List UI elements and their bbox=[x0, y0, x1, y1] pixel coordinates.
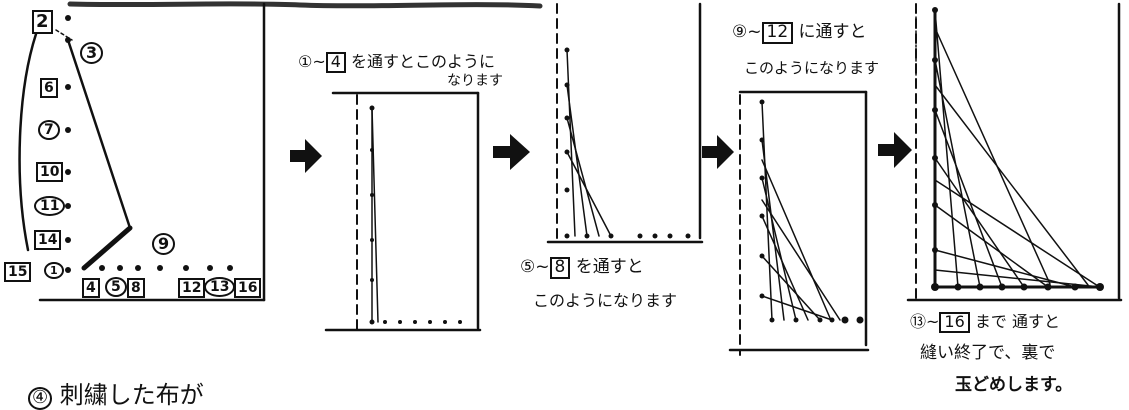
string-2 bbox=[934, 59, 981, 288]
hole-label-3: 3 bbox=[80, 42, 104, 64]
caption-step1-sep: ~ bbox=[312, 52, 326, 71]
string-b bbox=[566, 84, 588, 237]
string-f bbox=[761, 295, 833, 321]
string-c bbox=[761, 177, 797, 321]
string-b bbox=[371, 107, 379, 323]
arrow-icon-2 bbox=[493, 134, 530, 170]
string-h bbox=[761, 199, 841, 321]
stitch-double bbox=[81, 225, 133, 271]
hole-label-4: 4 bbox=[82, 278, 100, 298]
string-g bbox=[761, 159, 831, 319]
string-1 bbox=[934, 9, 959, 288]
hole-dots bbox=[65, 7, 1104, 325]
string-d bbox=[761, 215, 809, 321]
panel-reference bbox=[18, 2, 266, 302]
string-e bbox=[761, 255, 821, 321]
string-7 bbox=[934, 269, 1101, 288]
caption-step3: ⑨~12 に通すと bbox=[732, 22, 867, 44]
caption-step1-from: ① bbox=[298, 52, 313, 71]
arrow-icon-3 bbox=[702, 135, 734, 169]
return-arc bbox=[18, 32, 38, 252]
caption-step4-line1: まで 通すと bbox=[974, 312, 1060, 331]
string-5 bbox=[934, 204, 1049, 288]
hole-label-14: 14 bbox=[34, 230, 62, 250]
caption-step4-to: 16 bbox=[939, 312, 970, 333]
string-d bbox=[566, 151, 612, 237]
hole-label-5: 5 bbox=[105, 277, 127, 297]
arrow-icon-1 bbox=[290, 139, 322, 173]
footer-heading: ④ 刺繍した布が bbox=[28, 382, 204, 410]
arrow-icon-4 bbox=[878, 132, 912, 168]
panel-step4 bbox=[906, 2, 1123, 305]
panel-step1 bbox=[324, 91, 482, 336]
caption-step3-from: ⑨ bbox=[732, 22, 748, 42]
string-4 bbox=[934, 157, 1025, 288]
caption-step4-sep: ~ bbox=[926, 312, 940, 331]
caption-step1-line2: なります bbox=[447, 73, 503, 89]
string-10 bbox=[934, 179, 1099, 287]
hole-label-6: 6 bbox=[40, 78, 58, 98]
string-c bbox=[566, 117, 600, 237]
caption-step2-line1: を通すと bbox=[575, 257, 644, 277]
caption-step2-sep: ~ bbox=[535, 257, 550, 277]
hole-label-11: 11 bbox=[34, 196, 66, 216]
hole-label-2: 2 bbox=[32, 10, 53, 34]
string-6 bbox=[934, 249, 1076, 288]
caption-step4: ⑬~16 まで 通すと bbox=[910, 312, 1060, 333]
stitch-3-to-4 bbox=[66, 38, 132, 230]
hole-label-16: 16 bbox=[234, 278, 262, 298]
hole-label-9: 9 bbox=[152, 233, 176, 255]
top-scribble-edge bbox=[67, 1, 543, 9]
hole-label-1: 1 bbox=[44, 262, 64, 279]
step-arrows bbox=[290, 132, 912, 173]
string-9 bbox=[934, 84, 1089, 286]
caption-step2-to: 8 bbox=[549, 257, 571, 279]
caption-step3-line2: このようになります bbox=[744, 59, 880, 77]
string-8 bbox=[934, 27, 1051, 285]
caption-step2: ⑤~8 を通すと bbox=[520, 257, 644, 279]
hole-label-10: 10 bbox=[36, 162, 64, 182]
footer-text: 刺繍した布が bbox=[59, 381, 204, 409]
hole-label-15: 15 bbox=[4, 262, 32, 282]
hole-label-12: 12 bbox=[178, 278, 206, 298]
caption-step2-line2: このようになります bbox=[533, 291, 678, 310]
hole-label-7: 7 bbox=[38, 120, 60, 140]
caption-step1: ①~4 を通すとこのように bbox=[298, 52, 495, 73]
caption-step2-from: ⑤ bbox=[520, 257, 536, 277]
hole-label-8: 8 bbox=[127, 278, 145, 298]
panel-step2 bbox=[546, 2, 704, 244]
caption-step3-sep: ~ bbox=[747, 22, 762, 42]
caption-step1-line1: を通すとこのように bbox=[351, 52, 496, 71]
string-a bbox=[566, 49, 576, 237]
panel-step3 bbox=[728, 90, 870, 356]
caption-step3-line1: に通すと bbox=[798, 22, 867, 42]
string-3 bbox=[934, 109, 1003, 288]
footer-step-number: ④ bbox=[28, 387, 53, 410]
caption-step1-to: 4 bbox=[325, 52, 346, 73]
caption-step4-from: ⑬ bbox=[910, 312, 927, 331]
caption-step4-line3: 玉どめします。 bbox=[955, 375, 1073, 395]
caption-step4-line2: 縫い終了で、裏で bbox=[920, 343, 1056, 363]
caption-step3-to: 12 bbox=[761, 22, 794, 44]
